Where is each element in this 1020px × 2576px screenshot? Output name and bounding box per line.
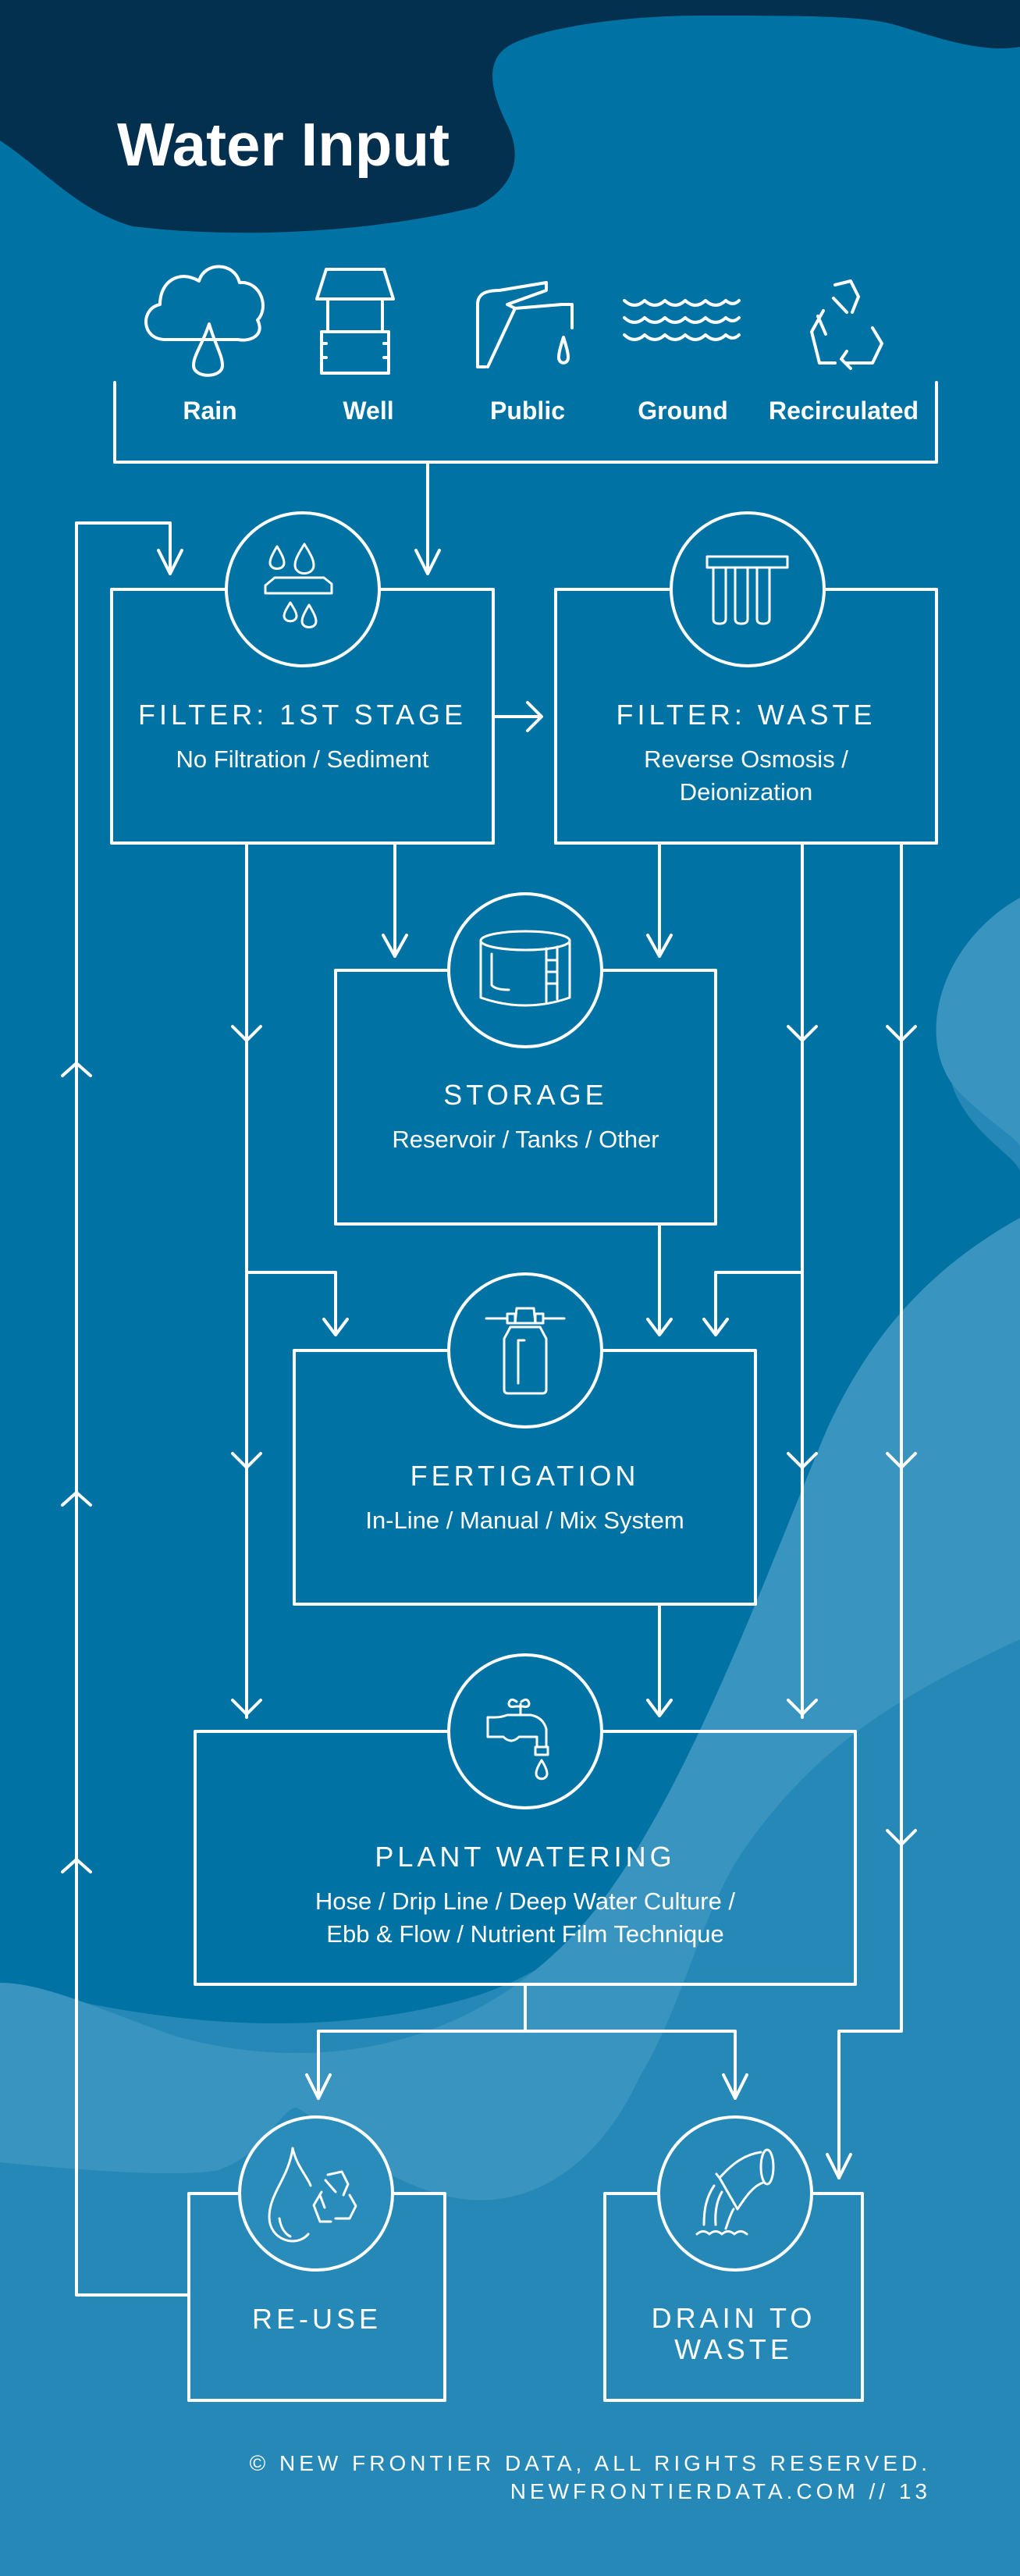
arrow-down	[826, 2153, 852, 2179]
arrow-down	[231, 1699, 262, 1716]
footer-url-page: NEWFRONTIERDATA.COM // 13	[510, 2479, 931, 2503]
circle-drain	[657, 2115, 813, 2272]
plant-watering-subtitle-line2: Ebb & Flow / Nutrient Film Technique	[326, 1920, 724, 1948]
arrow-to-reuse	[305, 2073, 332, 2100]
line-waste-to-fertigation	[702, 1271, 804, 1336]
arrow-down	[886, 1452, 917, 1469]
loop-up-arrow-2	[61, 1491, 92, 1507]
drain-pipe-icon	[695, 2148, 775, 2236]
arrow-down	[231, 1025, 262, 1042]
circle-watering	[447, 1653, 603, 1809]
arrow-down	[787, 1452, 818, 1469]
bg-light-wave	[0, 898, 1020, 2201]
arrow-down	[231, 1452, 262, 1469]
circle-reuse	[238, 2115, 394, 2272]
faucet-icon	[476, 281, 574, 368]
plant-watering-subtitle-line1: Hose / Drip Line / Deep Water Culture /	[315, 1888, 736, 1915]
filter1-subtitle: No Filtration / Sediment	[176, 745, 429, 773]
tank-icon	[479, 930, 571, 1007]
well-icon	[315, 268, 395, 375]
loop-up-arrow-1	[61, 1062, 92, 1077]
line-filter1-to-storage	[382, 841, 408, 958]
line-watering-split	[317, 1983, 737, 2100]
fertigation-title: FERTIGATION	[410, 1460, 640, 1492]
storage-title: STORAGE	[443, 1079, 608, 1111]
footer-copyright: © NEW FRONTIER DATA, ALL RIGHTS RESERVED…	[249, 2451, 931, 2475]
water-waves-icon	[623, 299, 741, 341]
loop-up-arrow-3	[61, 1858, 92, 1873]
source-label-public: Public	[489, 397, 565, 425]
line-filter1-to-fertigation	[245, 1271, 349, 1336]
arrow-loop-to-filter1	[157, 549, 183, 575]
line-waste-to-storage	[646, 841, 673, 958]
arrow-down	[886, 1025, 917, 1042]
plant-watering-title: PLANT WATERING	[375, 1841, 676, 1873]
fertigation-subtitle: In-Line / Manual / Mix System	[365, 1507, 684, 1534]
line-filter1-to-waste	[492, 701, 543, 732]
source-label-recirculated: Recirculated	[769, 397, 919, 425]
rain-cloud-icon	[144, 265, 265, 377]
filter-waste-title: FILTER: WASTE	[616, 699, 876, 731]
arrow-down	[886, 1829, 917, 1846]
circle-filter1	[225, 511, 381, 667]
source-label-rain: Rain	[183, 397, 237, 425]
recycle-icon	[810, 279, 883, 370]
arrow-down	[787, 1025, 818, 1042]
circle-fertigation	[447, 1272, 603, 1429]
circle-storage	[447, 892, 603, 1048]
source-label-well: Well	[343, 397, 394, 425]
storage-subtitle: Reservoir / Tanks / Other	[392, 1126, 659, 1153]
filter-waste-subtitle-line1: Reverse Osmosis /	[644, 745, 848, 773]
filter-waste-subtitle-line2: Deionization	[679, 778, 813, 806]
reuse-title: RE-USE	[251, 2303, 382, 2335]
tap-icon	[486, 1698, 549, 1781]
line-storage-to-fertigation	[646, 1222, 673, 1336]
sources-bracket	[113, 381, 938, 464]
ro-filter-icon	[705, 555, 789, 625]
fertigation-bottle-icon	[485, 1307, 566, 1395]
page-title: Water Input	[117, 110, 450, 179]
source-label-ground: Ground	[638, 397, 728, 425]
line-fertigation-to-watering	[646, 1603, 673, 1717]
arrow-down	[787, 1699, 818, 1716]
drop-recycle-icon	[268, 2147, 357, 2243]
filter-drops-icon	[264, 543, 333, 628]
bg-header-navy	[0, 0, 1020, 233]
filter1-title: FILTER: 1ST STAGE	[137, 699, 467, 731]
arrow-to-drain	[722, 2073, 748, 2100]
arrow-sources-to-filter1	[414, 549, 441, 575]
line-waste-to-drain	[837, 841, 903, 2179]
loop-line	[75, 521, 190, 2297]
drain-title: DRAIN TO WASTE	[651, 2302, 816, 2365]
